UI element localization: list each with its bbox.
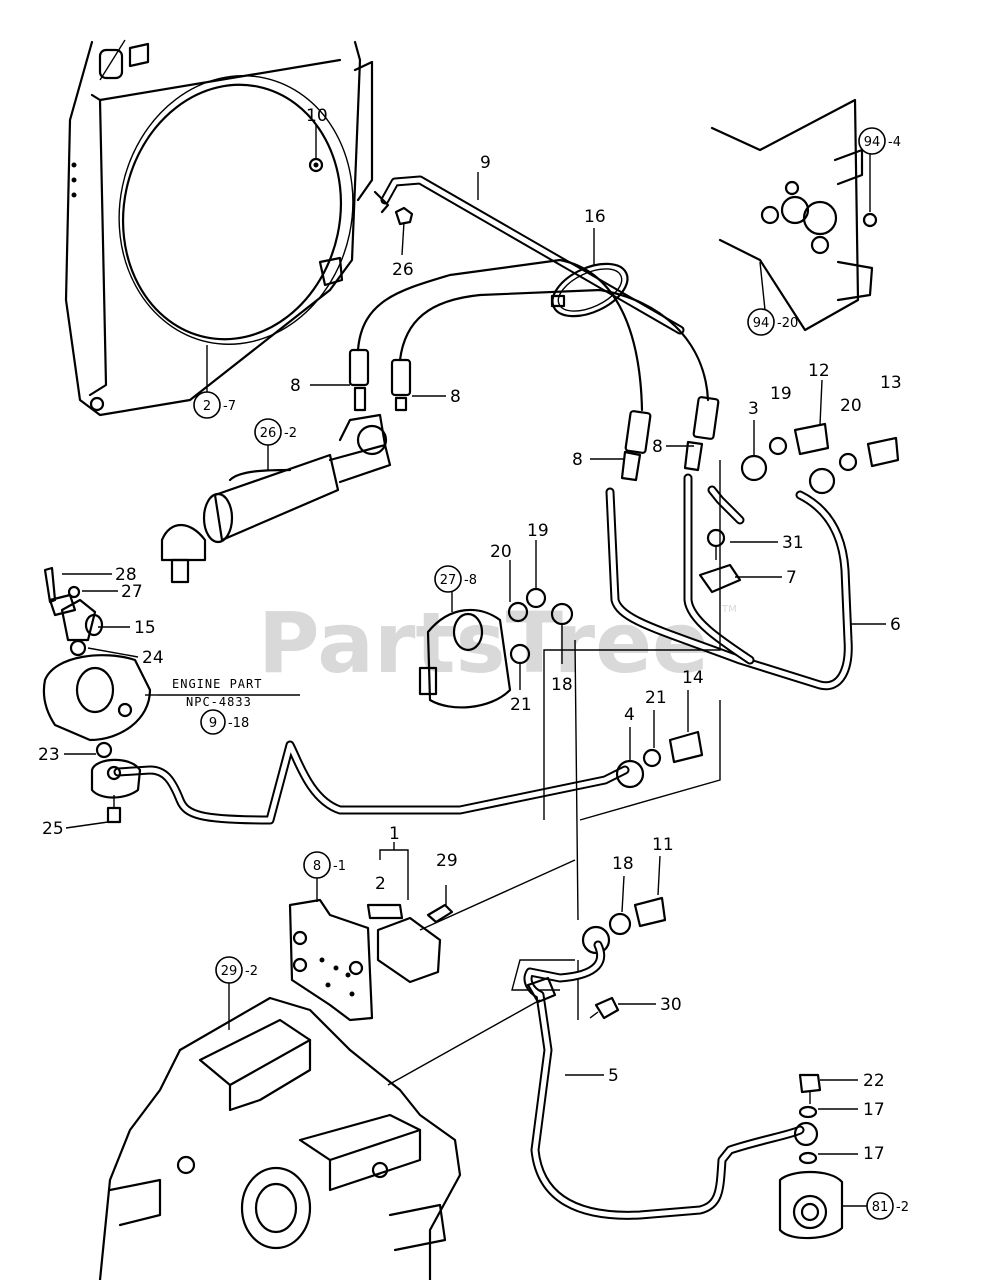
ref-2-7-suffix: -7 [223,399,236,414]
callout-8-lower: 8 [572,450,583,470]
callout-12: 12 [808,361,830,381]
callout-9: 9 [480,153,491,173]
radiator-shroud [64,39,374,417]
watermark-trademark: TM [721,604,737,615]
bolt-10 [308,125,324,173]
callout-15: 15 [134,618,156,638]
ref-8-1-suffix: -1 [333,859,346,874]
ref-8-1: 8 -1 [303,851,346,902]
callout-23: 23 [38,745,60,765]
callout-21-mid: 21 [510,695,532,715]
ref-27-8-suffix: -8 [464,573,477,588]
callout-labels: 10 9 16 26 8 8 8 8 3 19 12 20 13 31 7 6 … [38,106,902,1164]
callout-8-left: 8 [290,376,301,396]
ref-9-18: 9 -18 [200,709,249,735]
ref-8-1-num: 8 [313,859,321,874]
ref-29-2-num: 29 [221,964,238,979]
watermark: PartsTree [258,594,709,692]
engine-part-note: ENGINE PART NPC-4833 [145,677,300,709]
callout-17-top: 17 [863,1100,885,1120]
pipe-4 [113,730,704,825]
ref-2-7-num: 2 [203,399,211,414]
callout-27: 27 [121,582,143,602]
washers-mid [507,540,574,690]
ref-94-20-suffix: -20 [777,316,798,331]
callout-26: 26 [392,260,414,280]
callout-28: 28 [115,565,137,585]
callout-10: 10 [306,106,328,126]
ref-94-20-num: 94 [753,316,770,331]
pipe-9 [373,172,685,335]
ref-2-7: 2 -7 [193,345,236,419]
callout-13: 13 [880,373,902,393]
transmission-housing [98,859,576,1280]
ref-94-4: 94 -4 [858,127,901,155]
steering-cylinder [160,413,392,584]
callout-30: 30 [660,995,682,1015]
ref-26-2: 26 -2 [254,418,297,470]
callout-17-lower: 17 [863,1144,885,1164]
flange-23-25 [90,741,142,824]
callout-31: 31 [782,533,804,553]
ref-29-2-suffix: -2 [245,964,258,979]
callout-25: 25 [42,819,64,839]
bracket-plate-8-1 [288,842,454,1022]
leader-brackets [511,460,721,1020]
ref-94-4-suffix: -4 [888,135,901,150]
ref-27-8: 27 -8 [434,565,477,593]
callout-19-top: 19 [770,384,792,404]
callout-8-mid: 8 [450,387,461,407]
callout-18-mid: 18 [551,675,573,695]
callout-14: 14 [682,668,704,688]
pipe-5 [523,940,819,1220]
callout-16: 16 [584,207,606,227]
callout-leaders [62,384,886,1155]
callout-7: 7 [786,568,797,588]
callout-29: 29 [436,851,458,871]
ref-94-20: 94 -20 [747,308,798,336]
callout-1: 1 [389,824,400,844]
callout-20-top: 20 [840,396,862,416]
callout-20-mid: 20 [490,542,512,562]
frame-plate [710,98,878,332]
ref-26-2-suffix: -2 [284,426,297,441]
callout-4: 4 [624,705,635,725]
callout-21-lower: 21 [645,688,667,708]
engine-part-line1: ENGINE PART [172,677,262,691]
left-pump-group [42,566,152,742]
ref-81-2-num: 81 [872,1200,889,1215]
hose-clamp-16 [550,228,629,318]
ref-94-4-num: 94 [864,135,881,150]
callout-19-mid: 19 [527,521,549,541]
bolt-30 [589,996,620,1020]
valve-block-81-2 [778,1073,844,1240]
ref-26-2-num: 26 [260,426,277,441]
pump-assembly [418,592,512,709]
callout-8-right: 8 [652,437,663,457]
bolt-26 [394,206,414,256]
callout-2: 2 [375,874,386,894]
ref-29-2: 29 -2 [215,956,258,1030]
callout-24: 24 [142,648,164,668]
ref-81-2-suffix: -2 [896,1200,909,1215]
callout-18-lower: 18 [612,854,634,874]
callout-6: 6 [890,615,901,635]
callout-11: 11 [652,835,674,855]
ref-9-18-num: 9 [209,716,217,731]
ref-81-2: 81 -2 [842,1192,909,1220]
fittings-upper-right [740,379,900,495]
ref-9-18-suffix: -18 [228,716,249,731]
ref-27-8-num: 27 [440,573,457,588]
callout-22: 22 [863,1071,885,1091]
hoses-8 [348,258,720,482]
callout-3: 3 [748,399,759,419]
callout-5: 5 [608,1066,619,1086]
engine-part-line2: NPC-4833 [186,695,252,709]
